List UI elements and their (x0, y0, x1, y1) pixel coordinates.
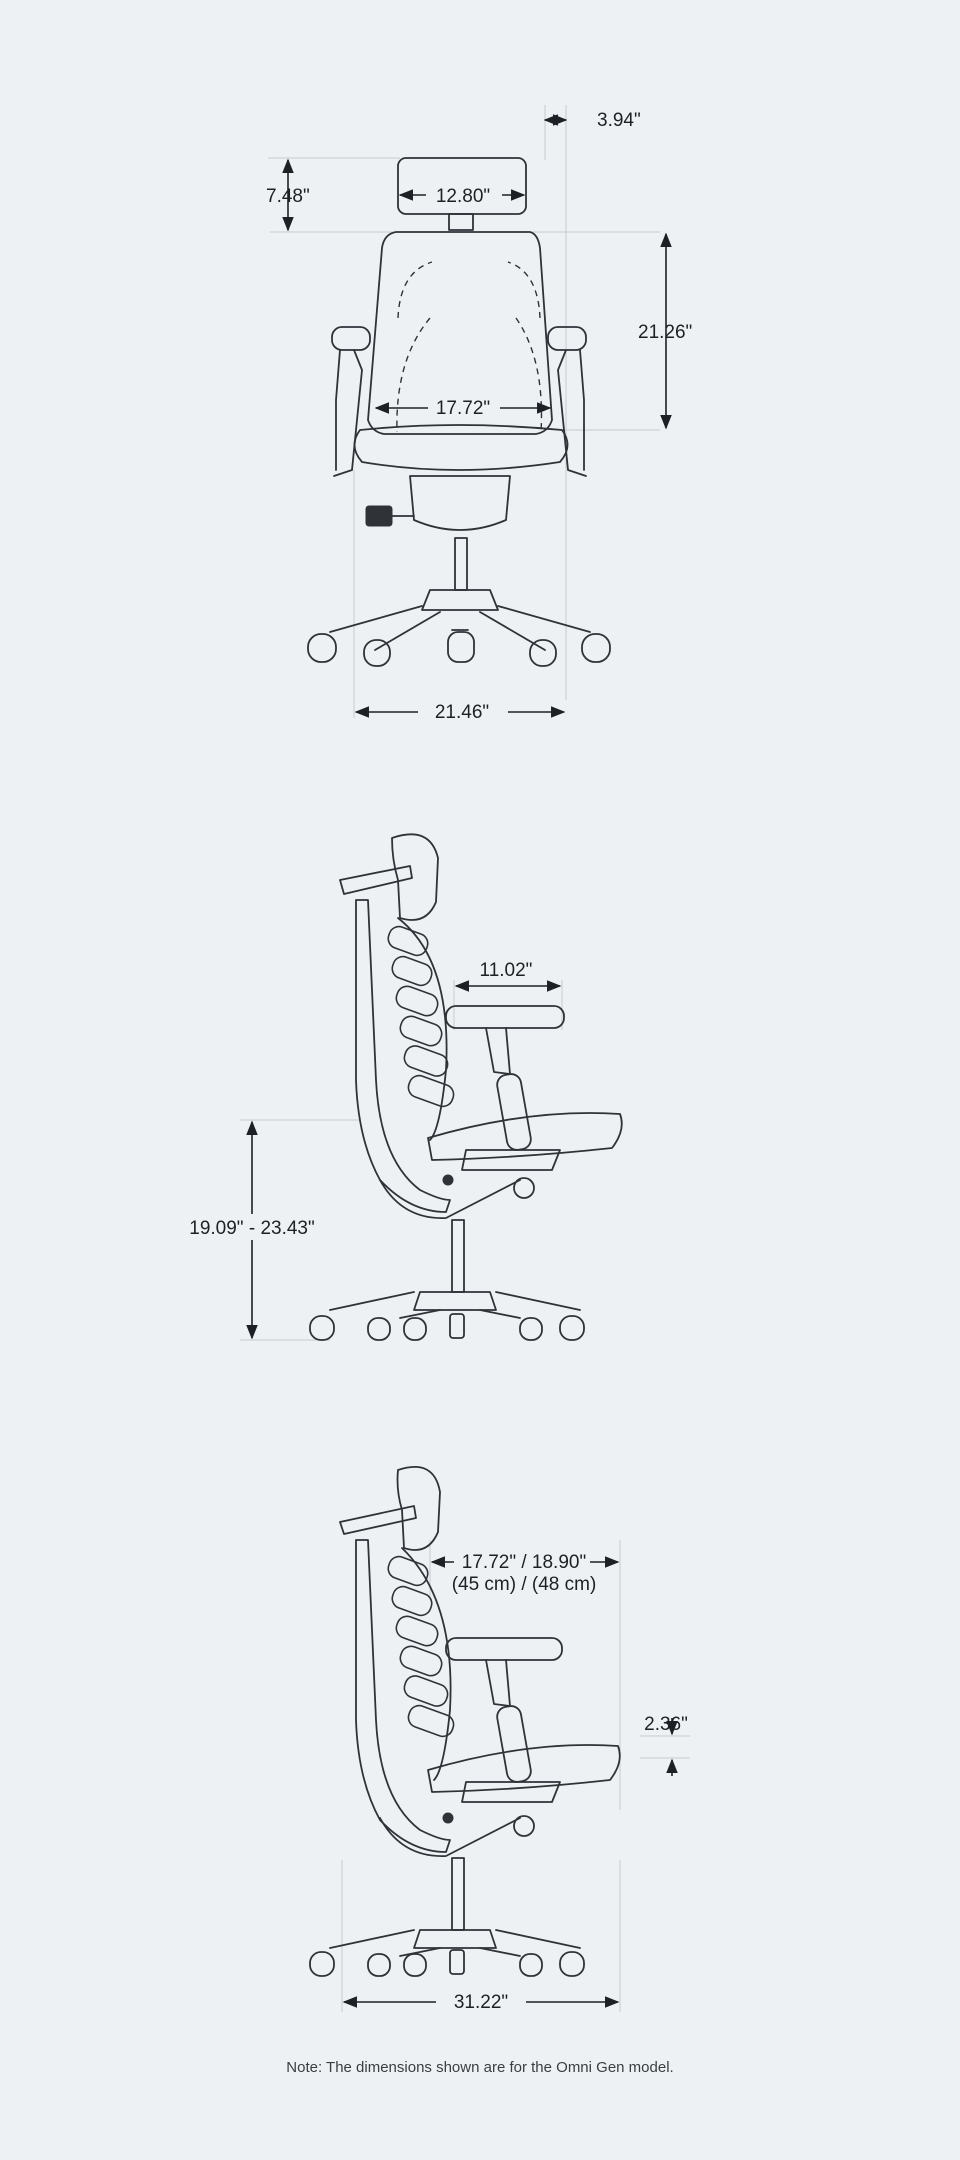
seat-slide-label: 2.36" (644, 1714, 688, 1735)
footnote: Note: The dimensions shown are for the O… (286, 2059, 673, 2076)
seat-depth-inch-label: 17.72" / 18.90" (462, 1552, 586, 1573)
headrest-height-label: 7.48" (266, 186, 310, 207)
backrest-height-label: 21.26" (638, 322, 692, 343)
dim-seat-height: 19.09" - 23.43" (180, 1120, 330, 1340)
dim-headrest-offset: 3.94" (543, 110, 641, 131)
dim-headrest-width: 12.80" (398, 182, 526, 207)
dim-backrest-width: 17.72" (374, 394, 552, 419)
dim-headrest-height: 7.48" (266, 157, 320, 233)
base-width-label: 21.46" (435, 702, 489, 723)
dim-base-width: 21.46" (354, 698, 566, 724)
backrest-width-label: 17.72" (436, 398, 490, 419)
dim-overall-depth: 31.22" (342, 1988, 620, 2014)
dim-armrest-depth: 11.02" (454, 960, 562, 992)
overall-depth-label: 31.22" (454, 1992, 508, 2013)
front-view-drawing (268, 105, 660, 718)
headrest-width-label: 12.80" (436, 186, 490, 207)
seat-height-label: 19.09" - 23.43" (189, 1218, 314, 1239)
dim-seat-slide: 2.36" (644, 1714, 688, 1776)
side-view-drawing (240, 833, 623, 1341)
side-view-2-drawing (309, 1466, 690, 2012)
armrest-depth-label: 11.02" (480, 960, 533, 981)
dim-seat-depth: 17.72" / 18.90" (45 cm) / (48 cm) (430, 1548, 620, 1595)
seat-depth-cm-label: (45 cm) / (48 cm) (452, 1574, 597, 1595)
dim-backrest-height: 21.26" (638, 232, 692, 430)
headrest-offset-label: 3.94" (597, 110, 641, 131)
